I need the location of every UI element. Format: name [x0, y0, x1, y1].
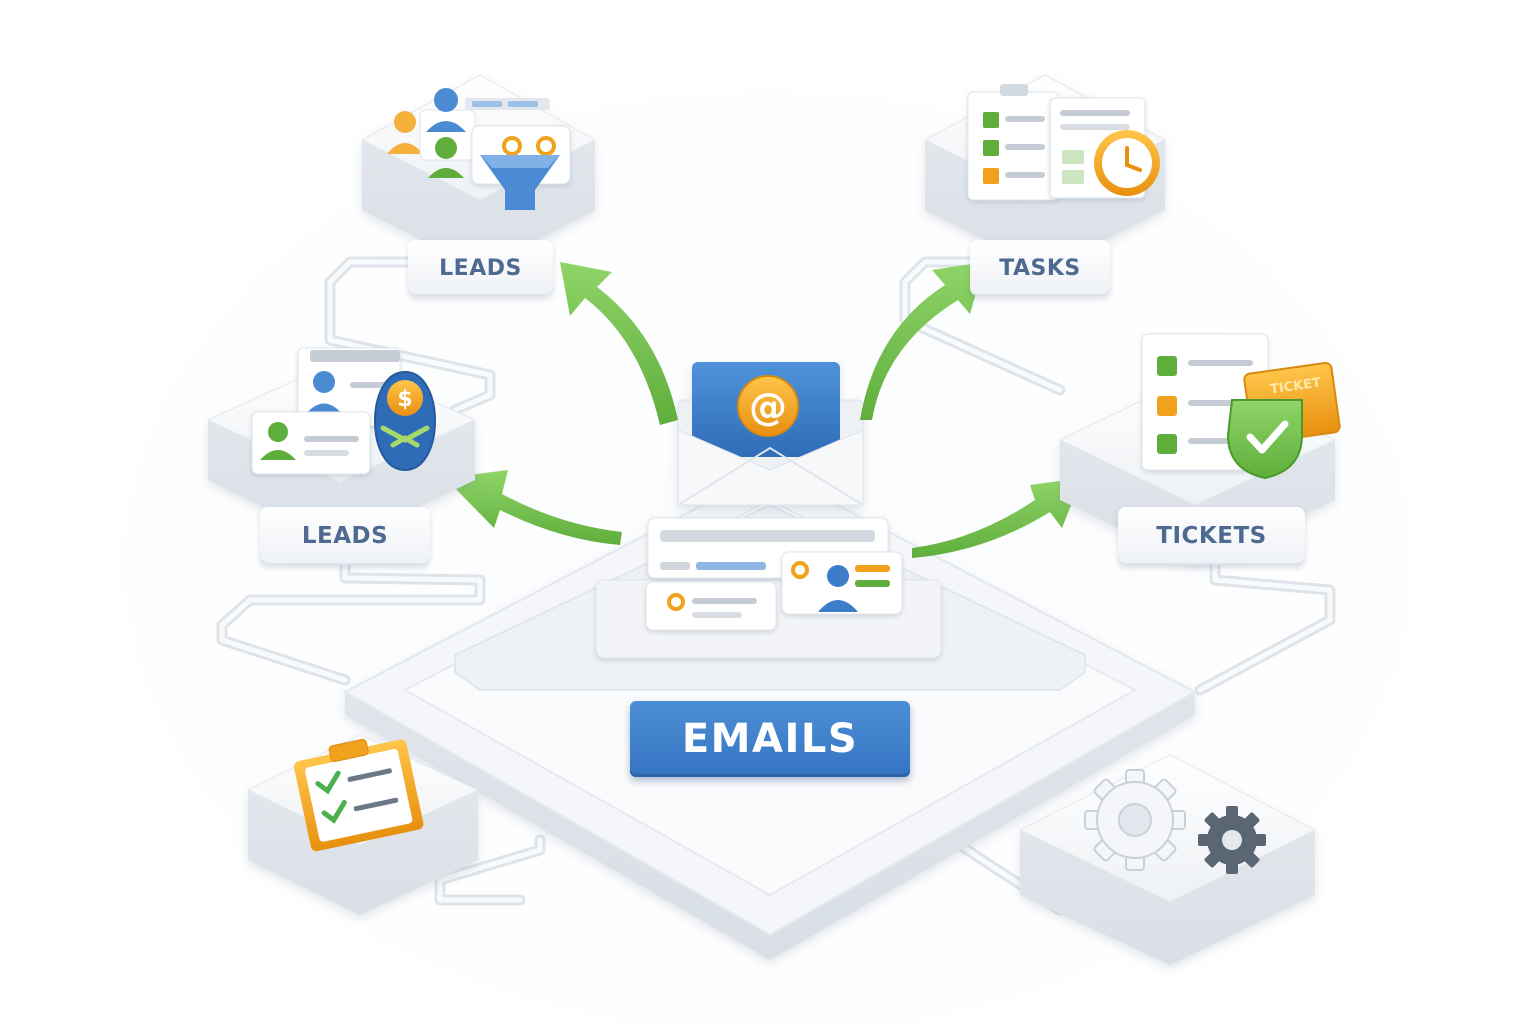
flow-arrows [445, 262, 1082, 558]
tasks-node [923, 74, 1167, 270]
clipboard-node [246, 734, 480, 915]
node-label-text: LEADS [301, 523, 389, 549]
ticket-stamp-text: TICKET [1269, 376, 1322, 398]
node-label-leads-mid: LEADS [260, 507, 430, 565]
node-label-leads-top: LEADS [408, 240, 553, 296]
arrow-to-tasks [860, 262, 985, 420]
dollar-icon: $ [397, 387, 412, 412]
node-label-tasks: TASKS [970, 240, 1110, 296]
at-sign-icon: @ [749, 385, 787, 429]
clipboard-checklist-icon [294, 738, 424, 852]
email-card-stack [595, 517, 942, 659]
node-label-text: TICKETS [1156, 523, 1267, 549]
leads-mid-node: $ [206, 347, 477, 545]
node-label-text: TASKS [999, 255, 1081, 281]
contacts-funnel-icon [387, 88, 571, 210]
arrow-to-tickets [912, 478, 1082, 558]
checklist-clock-icon [967, 84, 1160, 201]
gears-icon [1084, 769, 1266, 874]
emails-hub-label: EMAILS [681, 716, 859, 762]
emails-hub-banner: EMAILS [630, 701, 910, 777]
leads-top-node [360, 74, 597, 270]
contact-cards-money-icon: $ [251, 347, 436, 475]
node-label-text: LEADS [439, 255, 522, 281]
arrow-to-leads-mid [445, 470, 622, 545]
ticket-shield-icon: TICKET [1141, 333, 1341, 480]
email-envelope: @ [677, 362, 864, 506]
node-label-tickets: TICKETS [1118, 507, 1305, 565]
arrow-to-leads-top [560, 262, 678, 425]
settings-node [1018, 754, 1317, 965]
